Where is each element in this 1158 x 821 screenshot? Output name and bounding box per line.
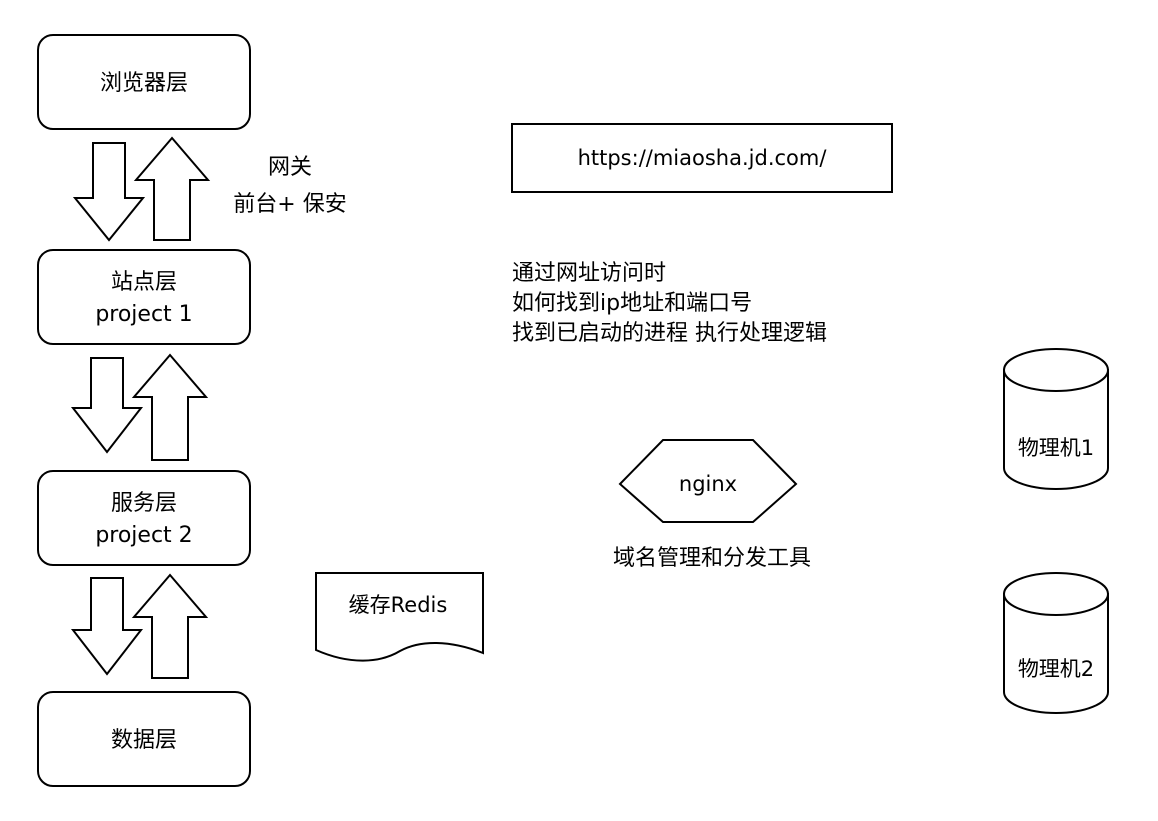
nginx-label: nginx [679, 472, 737, 496]
service-layer-label: 服务层 [111, 491, 177, 516]
up-arrow-data-to-service [131, 573, 209, 679]
url-text: https://miaosha.jd.com/ [578, 146, 828, 170]
gateway-sublabel: 前台+ 保安 [233, 192, 346, 217]
nginx-caption: 域名管理和分发工具 [613, 546, 811, 571]
site-layer-sublabel: project 1 [95, 302, 192, 327]
gateway-label: 网关 [268, 155, 312, 180]
browser-layer-label: 浏览器层 [100, 71, 188, 96]
service-layer-sublabel: project 2 [95, 523, 192, 548]
cache-redis-label: 缓存Redis [349, 593, 448, 617]
data-layer-box: 数据层 [37, 691, 251, 787]
browser-layer-box: 浏览器层 [37, 34, 251, 130]
physical-machine-1-label: 物理机1 [1018, 436, 1094, 460]
service-layer-box: 服务层 project 2 [37, 470, 251, 566]
nginx-hexagon: nginx [618, 439, 798, 523]
url-box: https://miaosha.jd.com/ [511, 123, 893, 193]
down-arrow-service-to-data [70, 577, 144, 676]
up-arrow-service-to-site [131, 353, 209, 461]
site-layer-box: 站点层 project 1 [37, 249, 251, 345]
note-line-1: 通过网址访问时 [512, 261, 666, 286]
data-layer-label: 数据层 [111, 728, 177, 753]
physical-machine-1: 物理机1 [1003, 348, 1109, 490]
note-line-2: 如何找到ip地址和端口号 [512, 291, 752, 316]
physical-machine-2: 物理机2 [1003, 572, 1109, 714]
note-line-3: 找到已启动的进程 执行处理逻辑 [512, 321, 827, 346]
cache-redis-shape: 缓存Redis [315, 572, 484, 662]
site-layer-label: 站点层 [111, 270, 177, 295]
down-arrow-site-to-service [70, 357, 144, 454]
physical-machine-2-label: 物理机2 [1018, 657, 1094, 681]
down-arrow-browser-to-site [72, 142, 146, 242]
up-arrow-site-to-browser [133, 136, 211, 241]
